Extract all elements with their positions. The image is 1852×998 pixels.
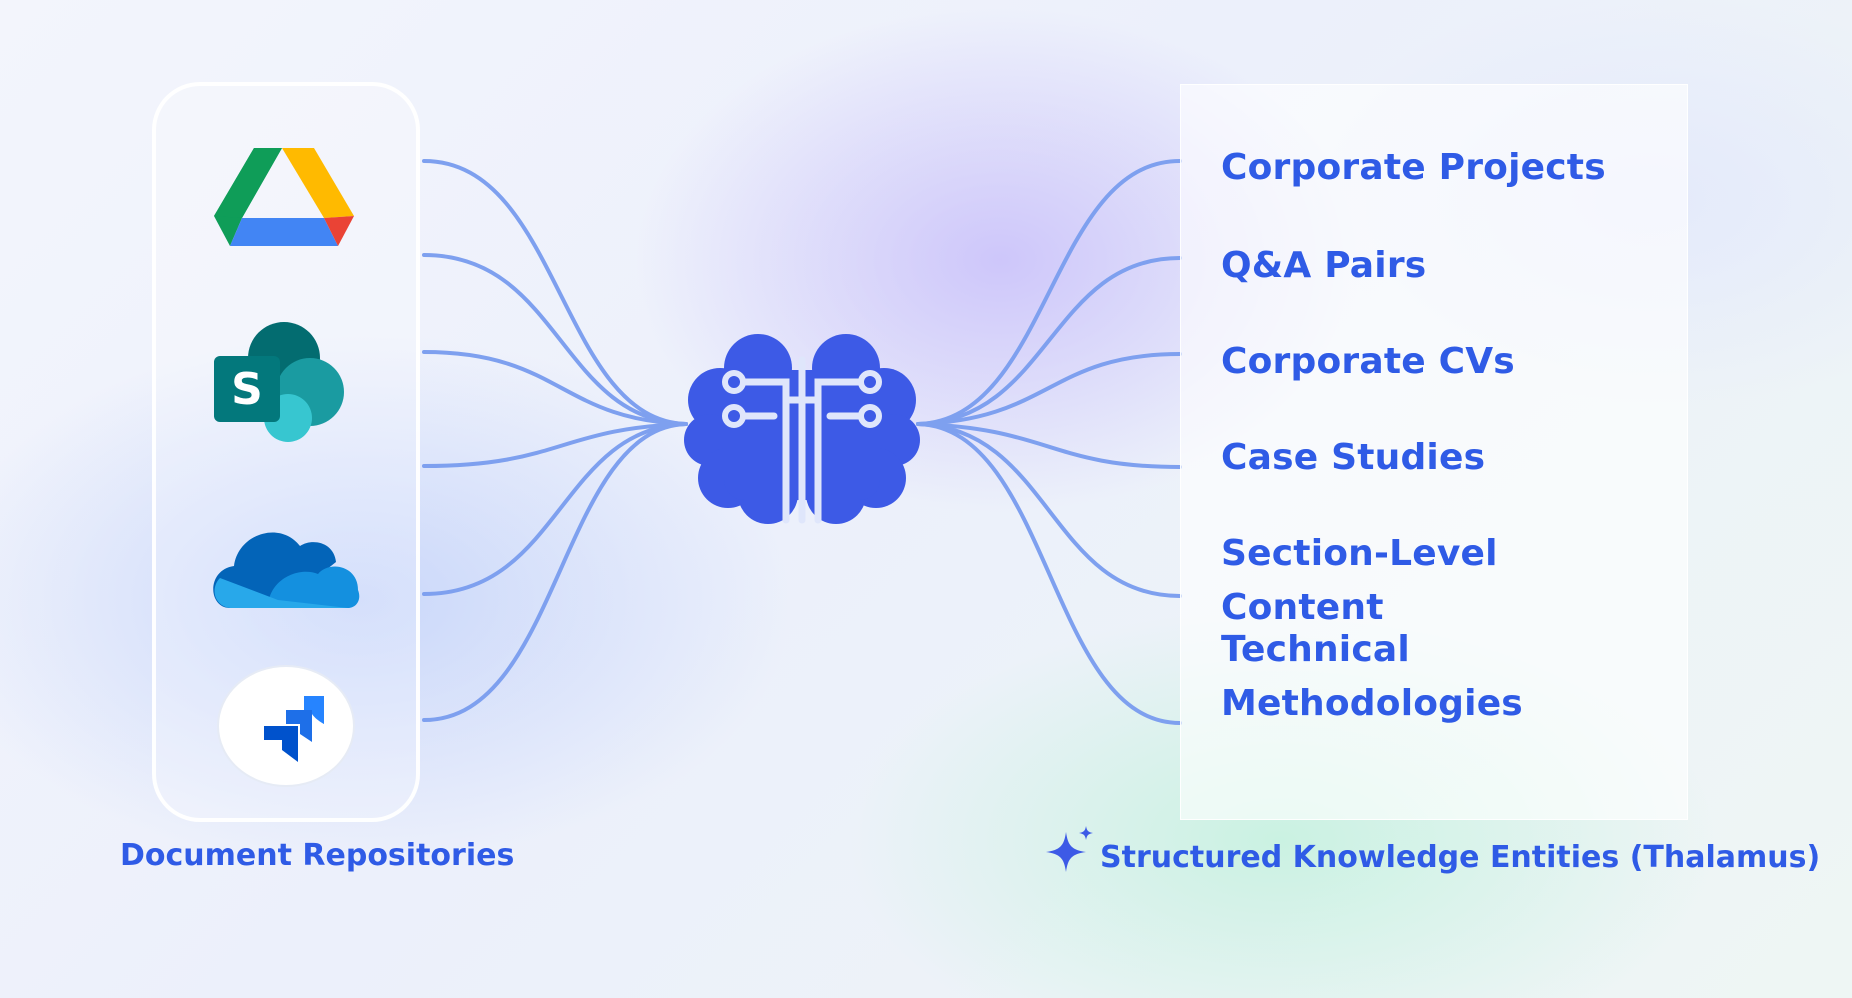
sharepoint-icon[interactable]: S [208,314,360,444]
document-repositories-caption: Document Repositories [120,838,515,873]
entity-section-level-content[interactable]: Section-Level Content [1221,533,1498,628]
brain-circuit-icon [684,330,920,530]
connector-source-2 [422,253,688,426]
entity-case-studies[interactable]: Case Studies [1221,437,1486,478]
google-drive-icon[interactable] [208,134,360,264]
entity-corporate-cvs[interactable]: Corporate CVs [1221,341,1515,382]
knowledge-entities-panel: Corporate Projects Q&A Pairs Corporate C… [1180,84,1688,820]
entity-corporate-projects[interactable]: Corporate Projects [1221,147,1606,188]
connector-source-1 [422,159,688,426]
connector-entity-3 [916,352,1182,426]
connector-source-5 [422,422,688,596]
entity-technical-methodologies[interactable]: Technical Methodologies [1221,623,1671,731]
document-repositories-panel: S [152,82,420,822]
sparkle-icon [1044,826,1096,878]
onedrive-icon[interactable] [208,500,360,630]
connector-entity-2 [916,256,1182,426]
jira-icon[interactable] [208,662,360,792]
connector-entity-6 [916,422,1182,725]
connector-source-3 [422,350,688,426]
connector-entity-5 [916,422,1182,598]
entity-qa-pairs[interactable]: Q&A Pairs [1221,245,1427,286]
knowledge-entities-caption: Structured Knowledge Entities (Thalamus) [1100,840,1821,875]
connector-source-6 [422,422,688,722]
svg-text:S: S [231,364,263,415]
entity-line-1: Technical [1221,629,1410,670]
entity-line-2: Methodologies [1221,683,1523,724]
connector-entity-1 [916,159,1182,426]
connector-entity-4 [916,422,1182,469]
connector-source-4 [422,422,688,468]
